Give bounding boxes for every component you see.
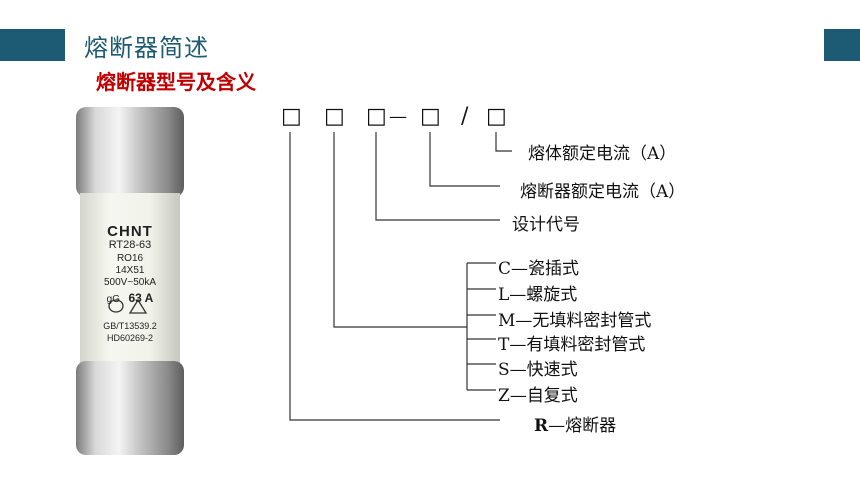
r-desc: —熔断器 (548, 416, 617, 436)
code-dash: — (389, 106, 407, 127)
code-box-3: □ (366, 104, 387, 129)
certification-mark-ccc (108, 299, 124, 313)
code-box-2: □ (324, 104, 345, 129)
fuse-image: CHNT RT28-63 RO16 14X51 500V~50kA gG 63 … (70, 105, 190, 460)
warning-triangle-icon (128, 298, 148, 314)
type-desc: —瓷插式 (511, 259, 580, 279)
fuse-size-code: RO16 (116, 253, 144, 264)
type-item-m: M—无填料密封管式 (498, 306, 651, 331)
type-letter: S (498, 360, 510, 380)
type-item-c: C—瓷插式 (498, 254, 579, 279)
fuse-bottom-cap (76, 361, 184, 455)
type-desc: —快速式 (509, 360, 578, 380)
header-side-bar (824, 29, 860, 61)
type-desc: —有填料密封管式 (509, 335, 646, 355)
type-desc: —自复式 (509, 386, 578, 406)
type-item-z: Z—自复式 (498, 381, 578, 406)
fuse-current-label: 熔断器额定电流（A） (520, 182, 686, 202)
connector-slot-3 (375, 132, 500, 221)
fuse-standard-2: HD60269-2 (106, 333, 154, 343)
connector-slot-2 (333, 132, 467, 328)
type-letter: L (498, 285, 510, 305)
type-letter: M (498, 311, 516, 331)
r-fuse-label: R—熔断器 (534, 411, 616, 436)
fuse-top-cap (76, 107, 184, 197)
page-title: 熔断器简述 (84, 34, 209, 62)
fuse-dimensions: 14X51 (115, 265, 145, 276)
fuse-class-current: gG 63 A (70, 289, 190, 307)
type-letter: C (498, 259, 512, 279)
connector-slot-1 (289, 132, 500, 421)
code-slash: / (461, 104, 469, 129)
type-desc: —螺旋式 (509, 285, 578, 305)
type-letter: Z (498, 386, 510, 406)
fuse-ceramic-body (80, 193, 180, 365)
type-item-t: T—有填料密封管式 (498, 330, 645, 355)
design-code-label: 设计代号 (512, 215, 580, 235)
section-subtitle: 熔断器型号及含义 (96, 70, 256, 94)
fuse-standard-1: GB/T13539.2 (103, 321, 157, 331)
type-desc: —无填料密封管式 (515, 311, 652, 331)
type-item-s: S—快速式 (498, 355, 578, 380)
header-accent-bar (0, 29, 65, 61)
melt-current-label: 熔体额定电流（A） (528, 144, 677, 164)
fuse-model: RT28-63 (108, 239, 152, 251)
fuse-current: 63 A (128, 291, 154, 305)
code-box-5: □ (486, 104, 507, 129)
connector-slot-5 (495, 132, 512, 152)
fuse-illustration (76, 107, 184, 455)
connector-slot-4 (429, 132, 500, 187)
fuse-brand: CHNT (107, 223, 153, 240)
type-item-l: L—螺旋式 (498, 280, 577, 305)
type-letter: T (498, 335, 510, 355)
code-box-4: □ (420, 104, 441, 129)
r-letter: R (534, 416, 549, 436)
fuse-class: gG (106, 294, 120, 305)
code-box-1: □ (281, 104, 302, 129)
fuse-rating: 500V~50kA (104, 277, 156, 288)
